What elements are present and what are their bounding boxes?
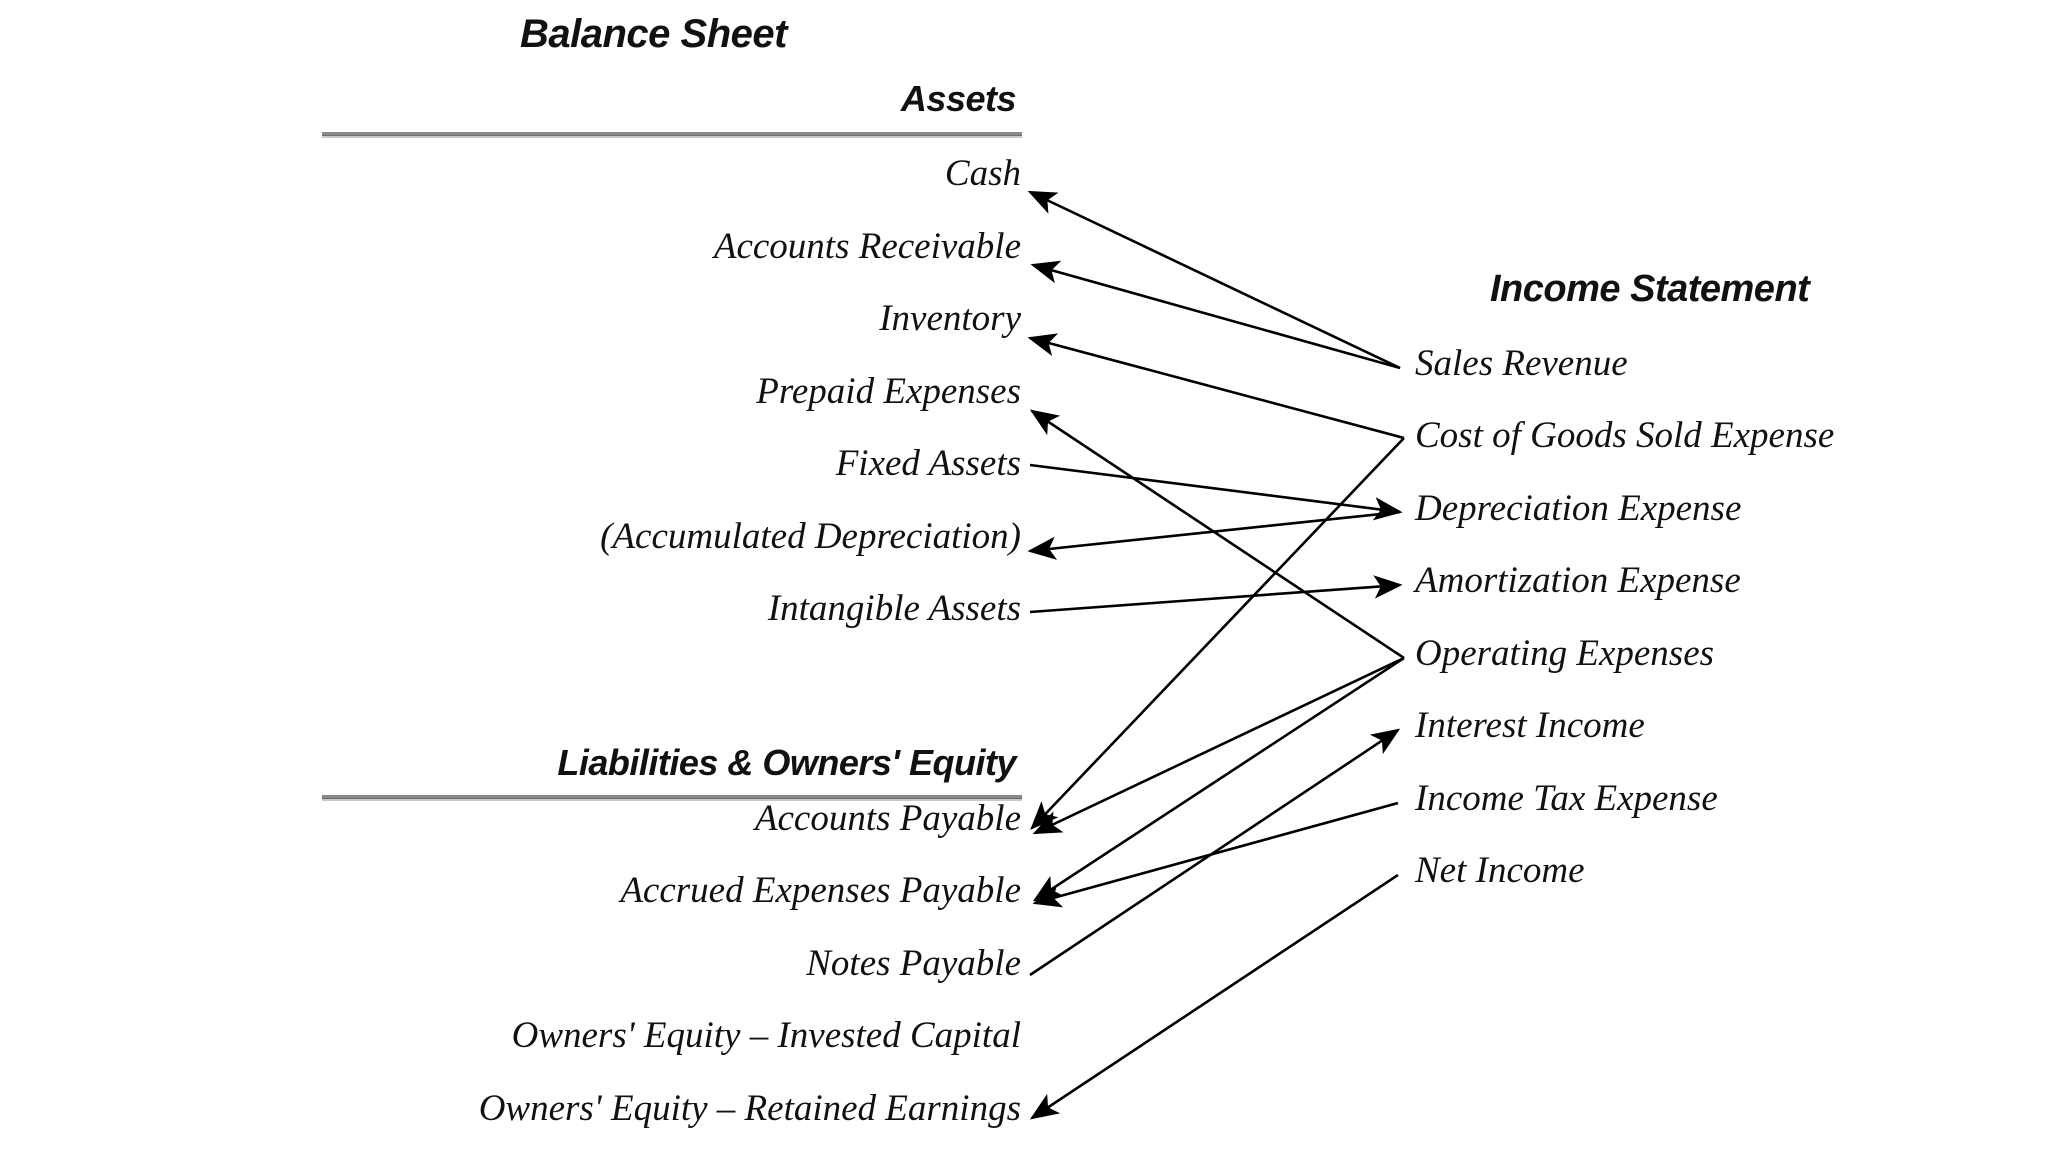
arrow-intangible-assets-to-amortization-expense [1029,575,1403,614]
balance-sheet-item-accounts-payable: Accounts Payable [754,798,1021,839]
balance-sheet-item-owners-equity-invested-capital: Owners' Equity – Invested Capital [511,1015,1021,1056]
arrow-fixed-assets-to-depreciation-expense [1029,463,1403,521]
income-statement-item-operating-expenses: Operating Expenses [1415,633,1715,674]
balance-sheet-item-notes-payable: Notes Payable [806,943,1021,984]
balance-sheet-item-cash: Cash [944,153,1021,194]
income-statement-title: Income Statement [1490,268,1810,310]
balance-sheet-item-inventory: Inventory [879,298,1021,339]
arrow-cogs-to-accounts-payable [1030,437,1405,830]
arrow-operating-expenses-to-prepaid-expenses [1029,409,1405,660]
assets-section-divider [322,132,1022,138]
balance-sheet-title: Balance Sheet [520,12,787,56]
balance-sheet-item-accumulated-depreciation: (Accumulated Depreciation) [600,516,1021,557]
assets-section-title: Assets [900,78,1017,119]
arrow-income-tax-expense-to-accrued-expenses-payable [1032,801,1399,908]
balance-sheet-item-fixed-assets: Fixed Assets [835,443,1021,484]
income-statement-item-depreciation-expense: Depreciation Expense [1415,488,1742,529]
income-statement-item-income-tax-expense: Income Tax Expense [1415,778,1718,819]
income-statement-item-sales-revenue: Sales Revenue [1415,343,1628,384]
balance-sheet-item-owners-equity-retained-earnings: Owners' Equity – Retained Earnings [478,1088,1021,1129]
arrow-operating-expenses-to-accounts-payable [1032,656,1405,835]
arrow-operating-expenses-to-accrued-expenses-payable [1032,656,1405,902]
balance-sheet-item-accounts-receivable: Accounts Receivable [713,226,1021,267]
arrow-sales-revenue-to-accounts-receivable [1030,260,1401,370]
liabilities-equity-section-divider [322,795,1022,801]
income-statement-item-interest-income: Interest Income [1415,705,1645,746]
arrow-net-income-to-owners-equity-retained-earnings [1029,873,1399,1120]
arrow-sales-revenue-to-cash [1027,190,1401,370]
balance-sheet-item-intangible-assets: Intangible Assets [767,588,1021,629]
arrow-depreciation-expense-to-accumulated-depreciation [1027,510,1401,560]
arrow-cogs-to-inventory [1027,333,1405,440]
balance-sheet-item-accrued-expenses-payable: Accrued Expenses Payable [620,870,1021,911]
balance-sheet-item-prepaid-expenses: Prepaid Expenses [756,371,1021,412]
liabilities-equity-section-title: Liabilities & Owners' Equity [557,742,1016,783]
income-statement-item-net-income: Net Income [1415,850,1585,891]
income-statement-item-cost-of-goods-sold-expense: Cost of Goods Sold Expense [1415,415,1835,456]
income-statement-item-amortization-expense: Amortization Expense [1415,560,1741,601]
arrow-notes-payable-to-interest-income [1029,728,1401,977]
